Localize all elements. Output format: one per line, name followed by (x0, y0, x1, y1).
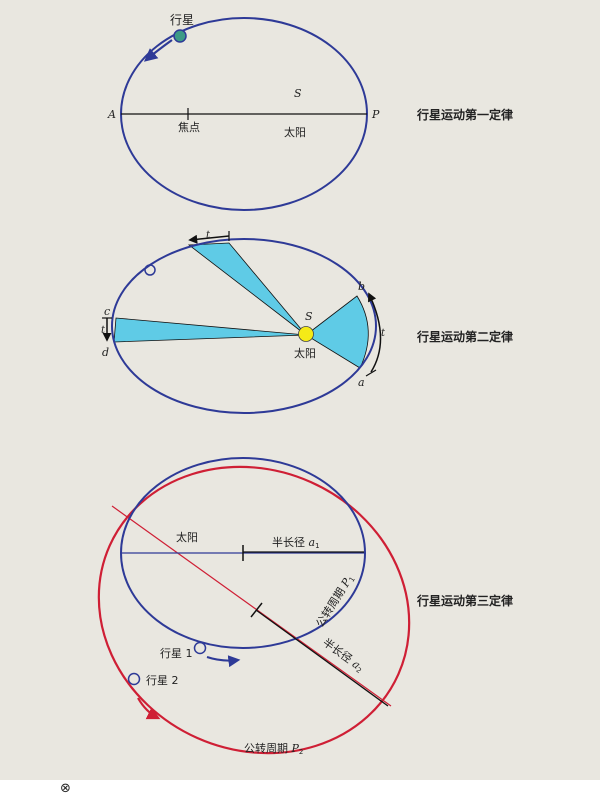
law1-motion-arrow (143, 39, 173, 62)
law3-title: 行星运动第三定律 (416, 593, 513, 608)
law2-time-arc-right (368, 292, 382, 373)
law2-time-label-left: t (101, 325, 106, 336)
law3-major-axis-2 (111, 505, 392, 707)
law3-period-2-label: 公转周期 P2 (244, 741, 303, 756)
law2-sun (298, 326, 314, 342)
law1-planet (173, 29, 187, 43)
law3-semi-major-2-tick (250, 602, 263, 618)
footer-mark-icon: ⊗ (60, 781, 71, 796)
law3-planet-2 (127, 672, 141, 686)
law2-planet (144, 264, 156, 276)
law2-label-d: d (102, 346, 109, 359)
law2-label-b: b (358, 280, 365, 293)
kepler-laws-diagram: 行星 A P S 焦点 太阳 行星运动第一定律 t t t b a c d S … (97, 13, 513, 756)
law2-time-tick-right (365, 369, 377, 377)
law3-orbit-outer (97, 465, 411, 755)
law3-planet-2-label: 行星 2 (146, 674, 179, 687)
law1-planet-label: 行星 (170, 13, 194, 27)
law3-semi-major-1-label: 半长径 a1 (272, 535, 320, 550)
law1-label-p: P (371, 108, 380, 121)
law2-label-s: S (305, 310, 313, 323)
law1-sun-label: 太阳 (284, 126, 306, 139)
diagram-canvas: 行星 A P S 焦点 太阳 行星运动第一定律 t t t b a c d S … (0, 0, 600, 780)
law2-title: 行星运动第二定律 (416, 329, 513, 344)
law2-label-a: a (358, 376, 365, 389)
law3-group: 半长径 a1 半长径 a2 公转周期 P1 公转周期 P2 行星 1 行星 2 … (97, 457, 513, 756)
law2-orbit (111, 238, 377, 414)
law2-time-bracket-top (188, 234, 230, 244)
law3-planet-1-arrow (206, 655, 241, 668)
law3-semi-major-2-line (255, 609, 389, 707)
law3-sun-label: 太阳 (176, 531, 198, 544)
law1-group: 行星 A P S 焦点 太阳 行星运动第一定律 (107, 13, 513, 211)
law2-sector-left (113, 317, 307, 343)
law3-period-1-label: 公转周期 P1 (313, 572, 357, 630)
law3-planet-2-arrow (137, 697, 161, 720)
law2-group: t t t b a c d S 太阳 行星运动第二定律 (101, 230, 513, 414)
law3-semi-major-2-label: 半长径 a2 (320, 635, 367, 675)
law1-title: 行星运动第一定律 (416, 107, 513, 122)
law2-sector-top (187, 242, 307, 336)
law3-planet-1-label: 行星 1 (160, 647, 193, 660)
law1-label-s: S (294, 87, 302, 100)
law1-label-a: A (107, 108, 116, 121)
law2-sun-label: 太阳 (294, 347, 316, 360)
law2-label-c: c (104, 305, 110, 318)
law2-time-label-top: t (206, 230, 211, 241)
law3-planet-1 (193, 641, 207, 655)
law2-time-label-right: t (381, 328, 386, 339)
law1-focus-label: 焦点 (178, 121, 200, 134)
